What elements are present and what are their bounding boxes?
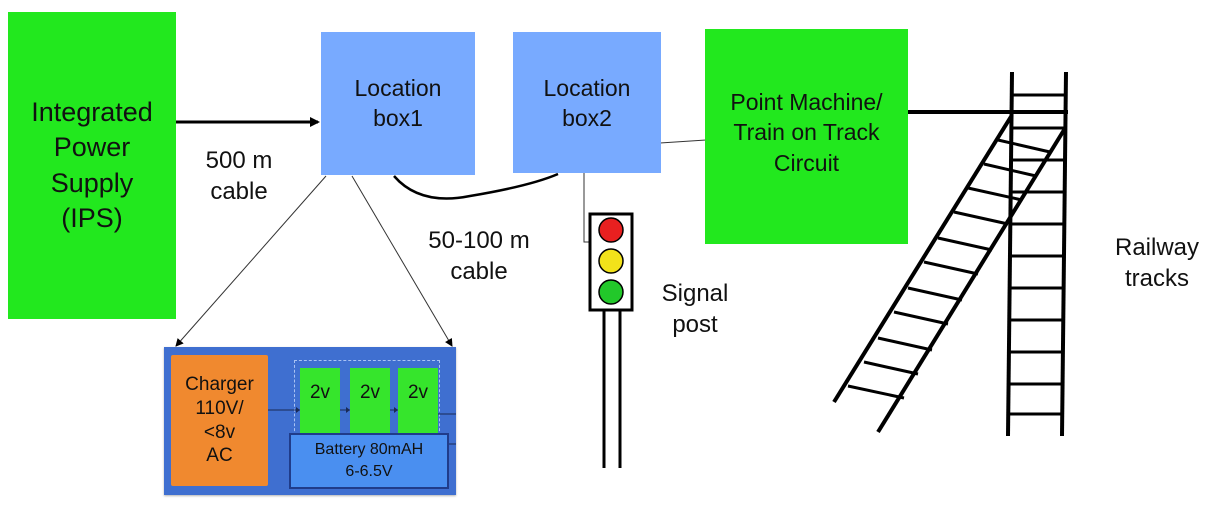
point-machine-label: Point Machine/ Train on Track Circuit — [730, 89, 883, 176]
battery-label: Battery 80mAH 6-6.5V — [314, 441, 424, 480]
box1-to-box2-cable — [393, 172, 559, 200]
battery-block: Battery 80mAH 6-6.5V — [289, 433, 449, 489]
cell-label: 2v — [407, 382, 429, 403]
box1-to-panel-left-line — [175, 175, 327, 347]
cable-500-label: 500 m cable — [205, 147, 273, 206]
cable-50-100-label: 50-100 m cable — [428, 227, 530, 286]
ips-block: Integrated Power Supply (IPS) — [8, 12, 176, 319]
railway-tracks-label: Railway tracks — [1114, 234, 1200, 293]
location-box1-label: Location box1 — [354, 75, 442, 131]
cell-label: 2v — [359, 382, 381, 403]
location-box2-label: Location box2 — [543, 75, 631, 131]
charger-block: Charger 110V/ <8v AC — [171, 355, 268, 486]
point-machine-block: Point Machine/ Train on Track Circuit — [705, 29, 908, 244]
cell-label: 2v — [309, 382, 331, 403]
location-box1: Location box1 — [321, 32, 475, 175]
signal-post-label: Signal post — [661, 280, 729, 339]
box2-to-point-machine-line — [659, 139, 707, 144]
ips-label: Integrated Power Supply (IPS) — [31, 97, 153, 233]
battery-cell: 2v — [398, 368, 438, 434]
battery-cell: 2v — [350, 368, 390, 434]
battery-cell: 2v — [300, 368, 340, 434]
location-box2: Location box2 — [513, 32, 661, 173]
box1-to-panel-right-line — [351, 175, 453, 347]
charger-label: Charger 110V/ <8v AC — [185, 374, 254, 467]
